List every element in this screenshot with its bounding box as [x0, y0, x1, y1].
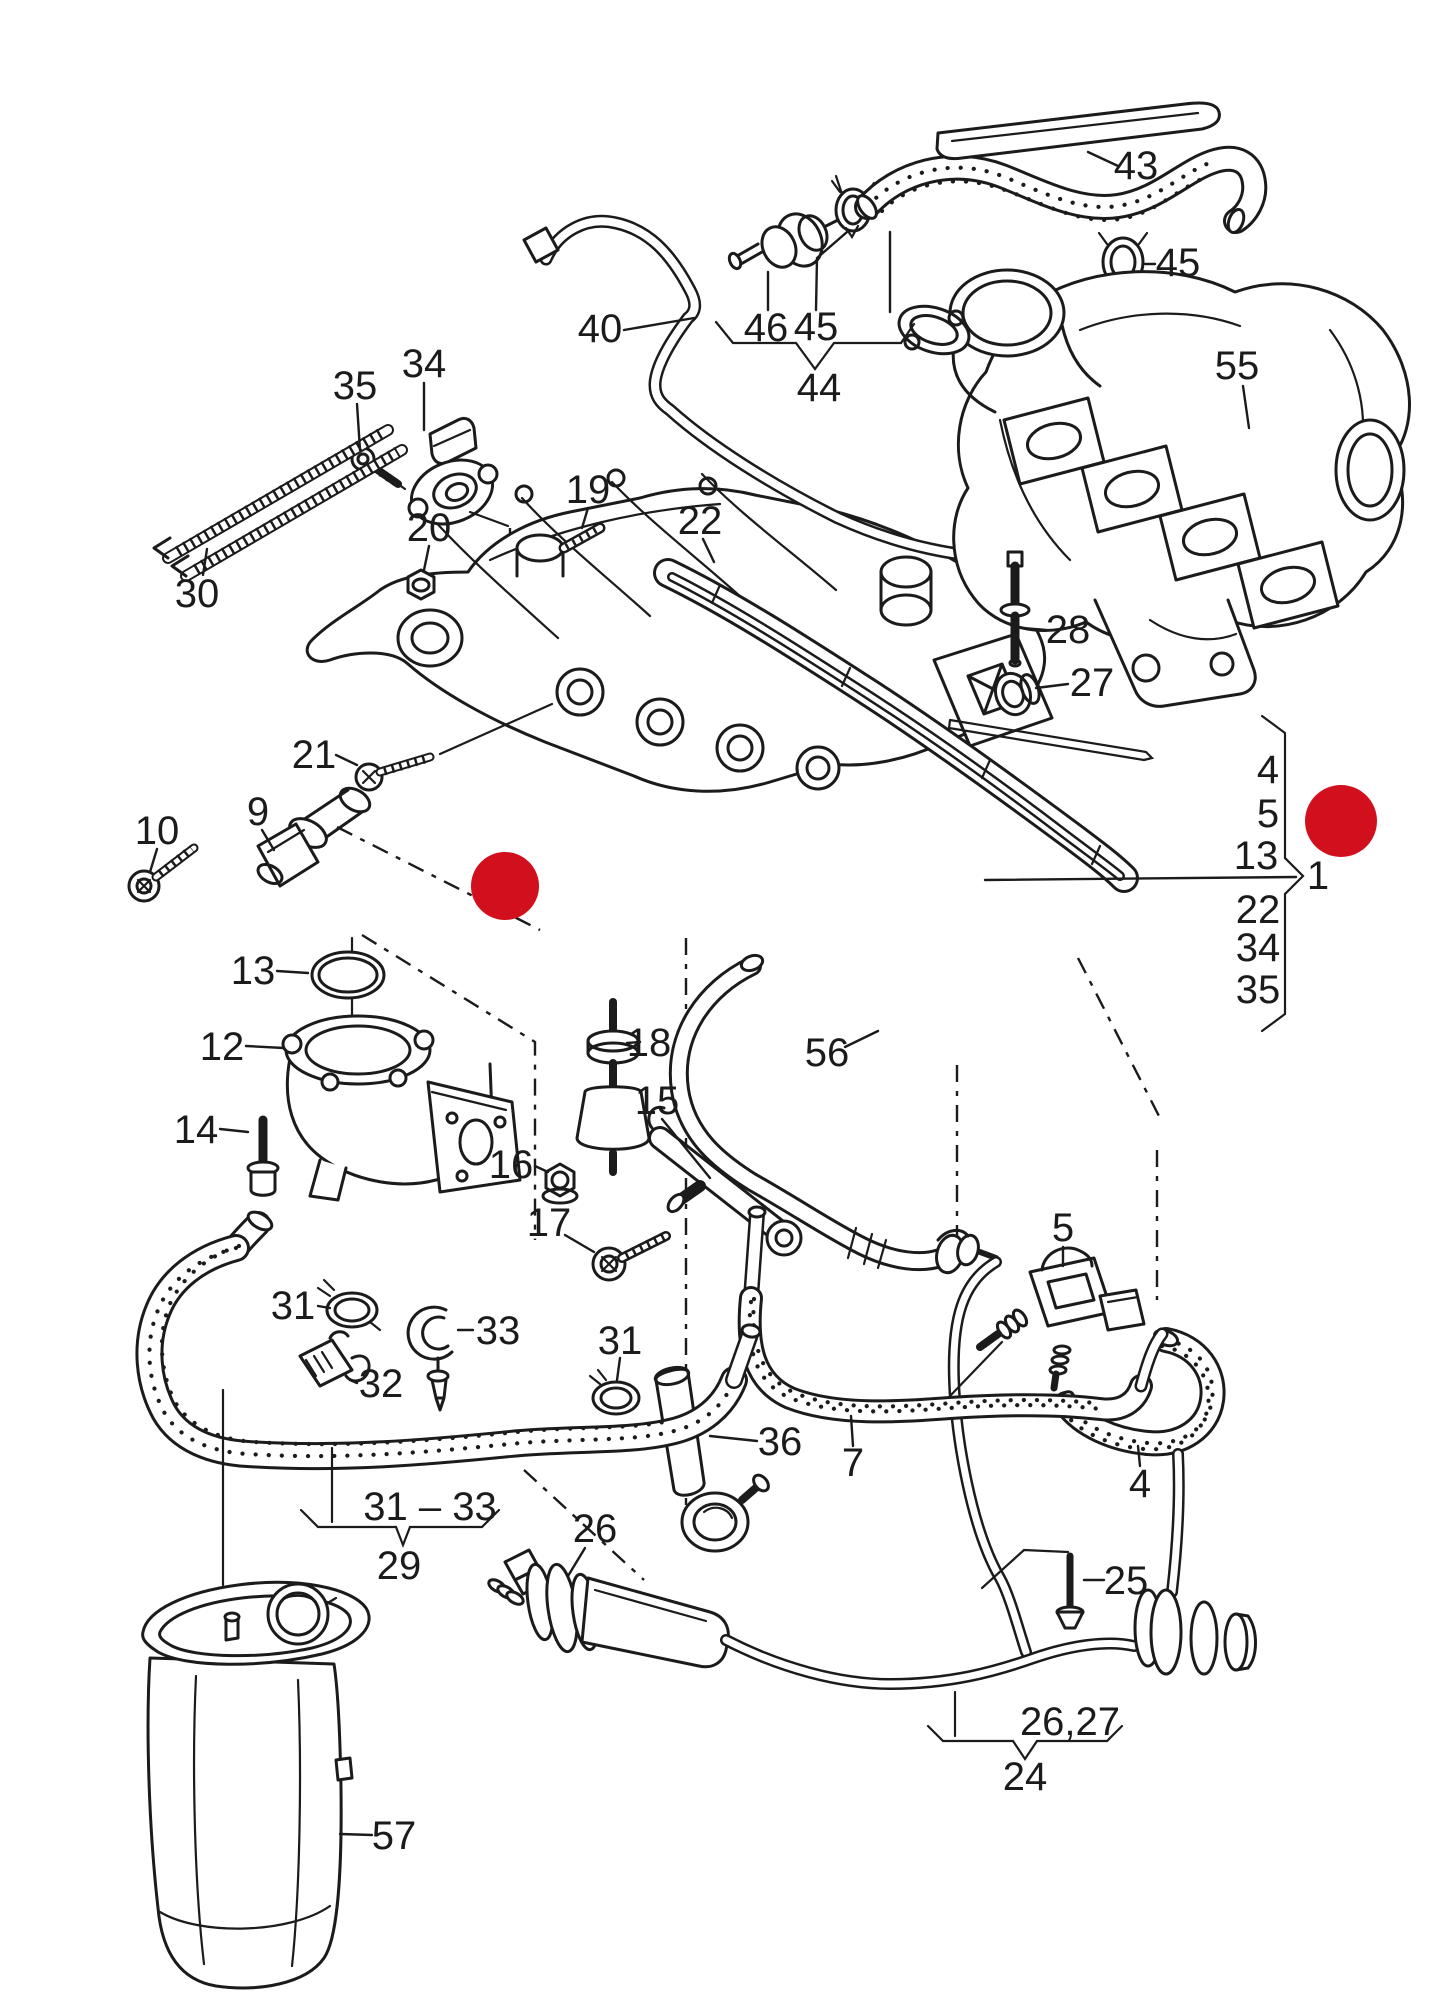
- callout-grp-4[interactable]: 4: [1257, 748, 1279, 792]
- screw-10: [127, 843, 199, 903]
- callout-27[interactable]: 27: [1070, 661, 1115, 705]
- callout-22[interactable]: 22: [678, 499, 723, 543]
- support-rod: [947, 718, 1155, 762]
- pressure-sensor-5: [948, 1246, 1146, 1398]
- sealing-plug-27: [993, 671, 1041, 717]
- stud-19: [558, 522, 606, 554]
- group-brackets: [299, 320, 1305, 1761]
- callout-45-side[interactable]: 45: [1156, 241, 1201, 285]
- callout-range-31-33[interactable]: 31 – 33: [363, 1485, 496, 1529]
- callout-4-part[interactable]: 4: [1129, 1462, 1151, 1506]
- callout-30[interactable]: 30: [175, 572, 220, 616]
- stud-18-with-bushing: [575, 998, 651, 1176]
- callout-36[interactable]: 36: [758, 1420, 803, 1464]
- throttle-body-12: [281, 1014, 522, 1202]
- check-valve-46: [727, 212, 848, 271]
- grommet-mid: [680, 1473, 770, 1553]
- screw-14: [246, 1115, 280, 1197]
- callout-13-oring[interactable]: 13: [231, 949, 276, 993]
- callout-26-27[interactable]: 26,27: [1020, 1700, 1120, 1744]
- breather-hose-29: [135, 1210, 762, 1587]
- vacuum-hose-7: [737, 1205, 1169, 1424]
- breather-hose-44: [854, 145, 1268, 235]
- callout-grp-35[interactable]: 35: [1236, 968, 1281, 1012]
- callout-grp-5[interactable]: 5: [1257, 792, 1279, 836]
- connecting-pipe: [947, 1256, 1032, 1658]
- nut-16: [541, 1162, 579, 1205]
- callout-33[interactable]: 33: [476, 1309, 521, 1353]
- callout-32[interactable]: 32: [359, 1362, 404, 1406]
- callout-56[interactable]: 56: [805, 1031, 850, 1075]
- callout-34[interactable]: 34: [402, 342, 447, 386]
- engine-cover-strip-43: [935, 101, 1221, 161]
- callout-14[interactable]: 14: [174, 1108, 219, 1152]
- callout-26[interactable]: 26: [573, 1507, 618, 1551]
- callout-55[interactable]: 55: [1215, 344, 1260, 388]
- callout-20[interactable]: 20: [407, 506, 452, 550]
- o-ring-13: [310, 936, 386, 1064]
- callout-1[interactable]: 1: [1307, 854, 1329, 898]
- callout-29[interactable]: 29: [377, 1544, 422, 1588]
- callout-5-part[interactable]: 5: [1052, 1206, 1074, 1250]
- sensor-9: [256, 786, 372, 888]
- screw-21: [354, 702, 554, 792]
- hose-clamp-31-left: [316, 1278, 382, 1332]
- callout-24[interactable]: 24: [1003, 1755, 1048, 1799]
- marker-right[interactable]: [1305, 785, 1377, 857]
- manifold-gasket: [653, 558, 1139, 893]
- callout-40[interactable]: 40: [578, 307, 623, 351]
- purge-valve-26: [487, 1548, 1140, 1690]
- callout-45-top[interactable]: 45: [794, 305, 839, 349]
- callout-43[interactable]: 43: [1114, 144, 1159, 188]
- stud-28: [999, 550, 1031, 668]
- callout-35[interactable]: 35: [333, 364, 378, 408]
- nut-20: [406, 568, 436, 601]
- callout-17[interactable]: 17: [527, 1201, 572, 1245]
- hose-clamp-31-mid: [588, 1368, 641, 1416]
- callout-31-left[interactable]: 31: [271, 1284, 316, 1328]
- callout-7[interactable]: 7: [842, 1441, 864, 1485]
- callout-grp-22[interactable]: 22: [1236, 888, 1281, 932]
- callout-44[interactable]: 44: [797, 366, 842, 410]
- callout-18[interactable]: 18: [627, 1021, 672, 1065]
- callout-15[interactable]: 15: [635, 1079, 680, 1123]
- callout-31-mid[interactable]: 31: [598, 1319, 643, 1363]
- callout-10[interactable]: 10: [135, 809, 180, 853]
- turbocharger-exhaust-manifold-55: [897, 268, 1411, 708]
- intake-manifold: [305, 468, 1054, 793]
- cable-guide-rails-30: [152, 424, 408, 582]
- callout-16[interactable]: 16: [489, 1143, 534, 1187]
- callout-grp-34[interactable]: 34: [1236, 926, 1281, 970]
- grommets-right-26-27: [953, 1448, 1257, 1738]
- sensor-34: [407, 416, 510, 528]
- callout-46[interactable]: 46: [744, 306, 789, 350]
- callout-21[interactable]: 21: [292, 733, 337, 777]
- callout-28[interactable]: 28: [1046, 608, 1091, 652]
- callout-12[interactable]: 12: [200, 1025, 245, 1069]
- callout-19[interactable]: 19: [566, 468, 611, 512]
- callout-9[interactable]: 9: [247, 790, 269, 834]
- retaining-clip-33: [406, 1305, 454, 1412]
- screw-25: [980, 1548, 1085, 1630]
- reservoir-57: [141, 1580, 371, 1990]
- marker-left[interactable]: [471, 852, 539, 920]
- vacuum-hose-56: [666, 953, 999, 1275]
- callout-57[interactable]: 57: [372, 1814, 417, 1858]
- assembly-brace: [1260, 714, 1305, 1033]
- callout-25[interactable]: 25: [1104, 1559, 1149, 1603]
- bracket-clip-32: [298, 1330, 371, 1388]
- leader-lines: [148, 150, 1298, 1837]
- screw-17: [591, 1231, 671, 1282]
- callout-grp-13[interactable]: 13: [1234, 834, 1279, 878]
